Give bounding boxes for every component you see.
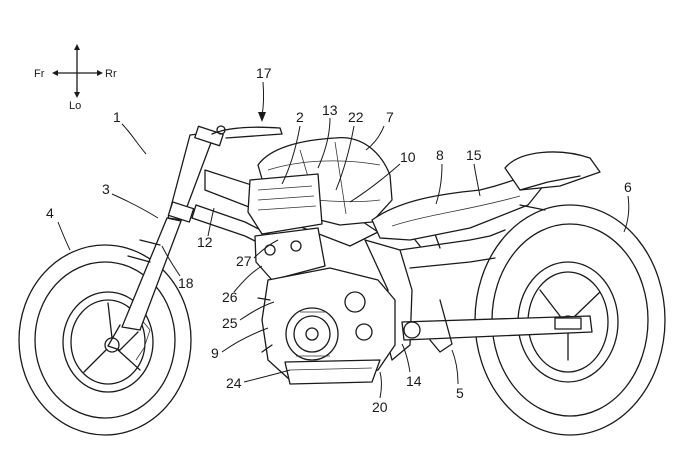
numeral-8: 8 — [436, 147, 444, 163]
numeral-10: 10 — [400, 149, 416, 165]
numeral-14: 14 — [406, 373, 422, 389]
numeral-13: 13 — [322, 102, 338, 118]
numeral-3: 3 — [102, 181, 110, 197]
numeral-4: 4 — [46, 205, 54, 221]
front-label: Fr — [34, 68, 45, 80]
numeral-25: 25 — [222, 315, 238, 331]
numeral-17: 17 — [256, 65, 272, 81]
numeral-15: 15 — [466, 147, 482, 163]
numeral-5: 5 — [456, 385, 464, 401]
direction-indicator: Fr Rr Lo — [34, 44, 117, 112]
seat — [371, 151, 601, 241]
lower-label: Lo — [69, 100, 81, 112]
numeral-1: 1 — [113, 109, 121, 125]
engine — [257, 267, 396, 385]
numeral-7: 7 — [386, 109, 394, 125]
numeral-12: 12 — [197, 234, 213, 250]
front-fork — [107, 125, 283, 351]
numeral-22: 22 — [348, 109, 364, 125]
numeral-27: 27 — [236, 253, 252, 269]
numeral-18: 18 — [178, 275, 194, 291]
reference-numerals: 1 2 3 4 5 6 7 8 9 10 12 13 14 15 17 18 2… — [46, 65, 632, 415]
airbox — [247, 173, 326, 281]
numeral-26: 26 — [222, 289, 238, 305]
front-wheel — [18, 244, 192, 436]
numeral-2: 2 — [296, 109, 304, 125]
rear-label: Rr — [105, 68, 117, 80]
numeral-20: 20 — [372, 399, 388, 415]
swing-arm — [401, 299, 593, 353]
numeral-24: 24 — [226, 375, 242, 391]
numeral-9: 9 — [211, 345, 219, 361]
numeral-6: 6 — [624, 179, 632, 195]
